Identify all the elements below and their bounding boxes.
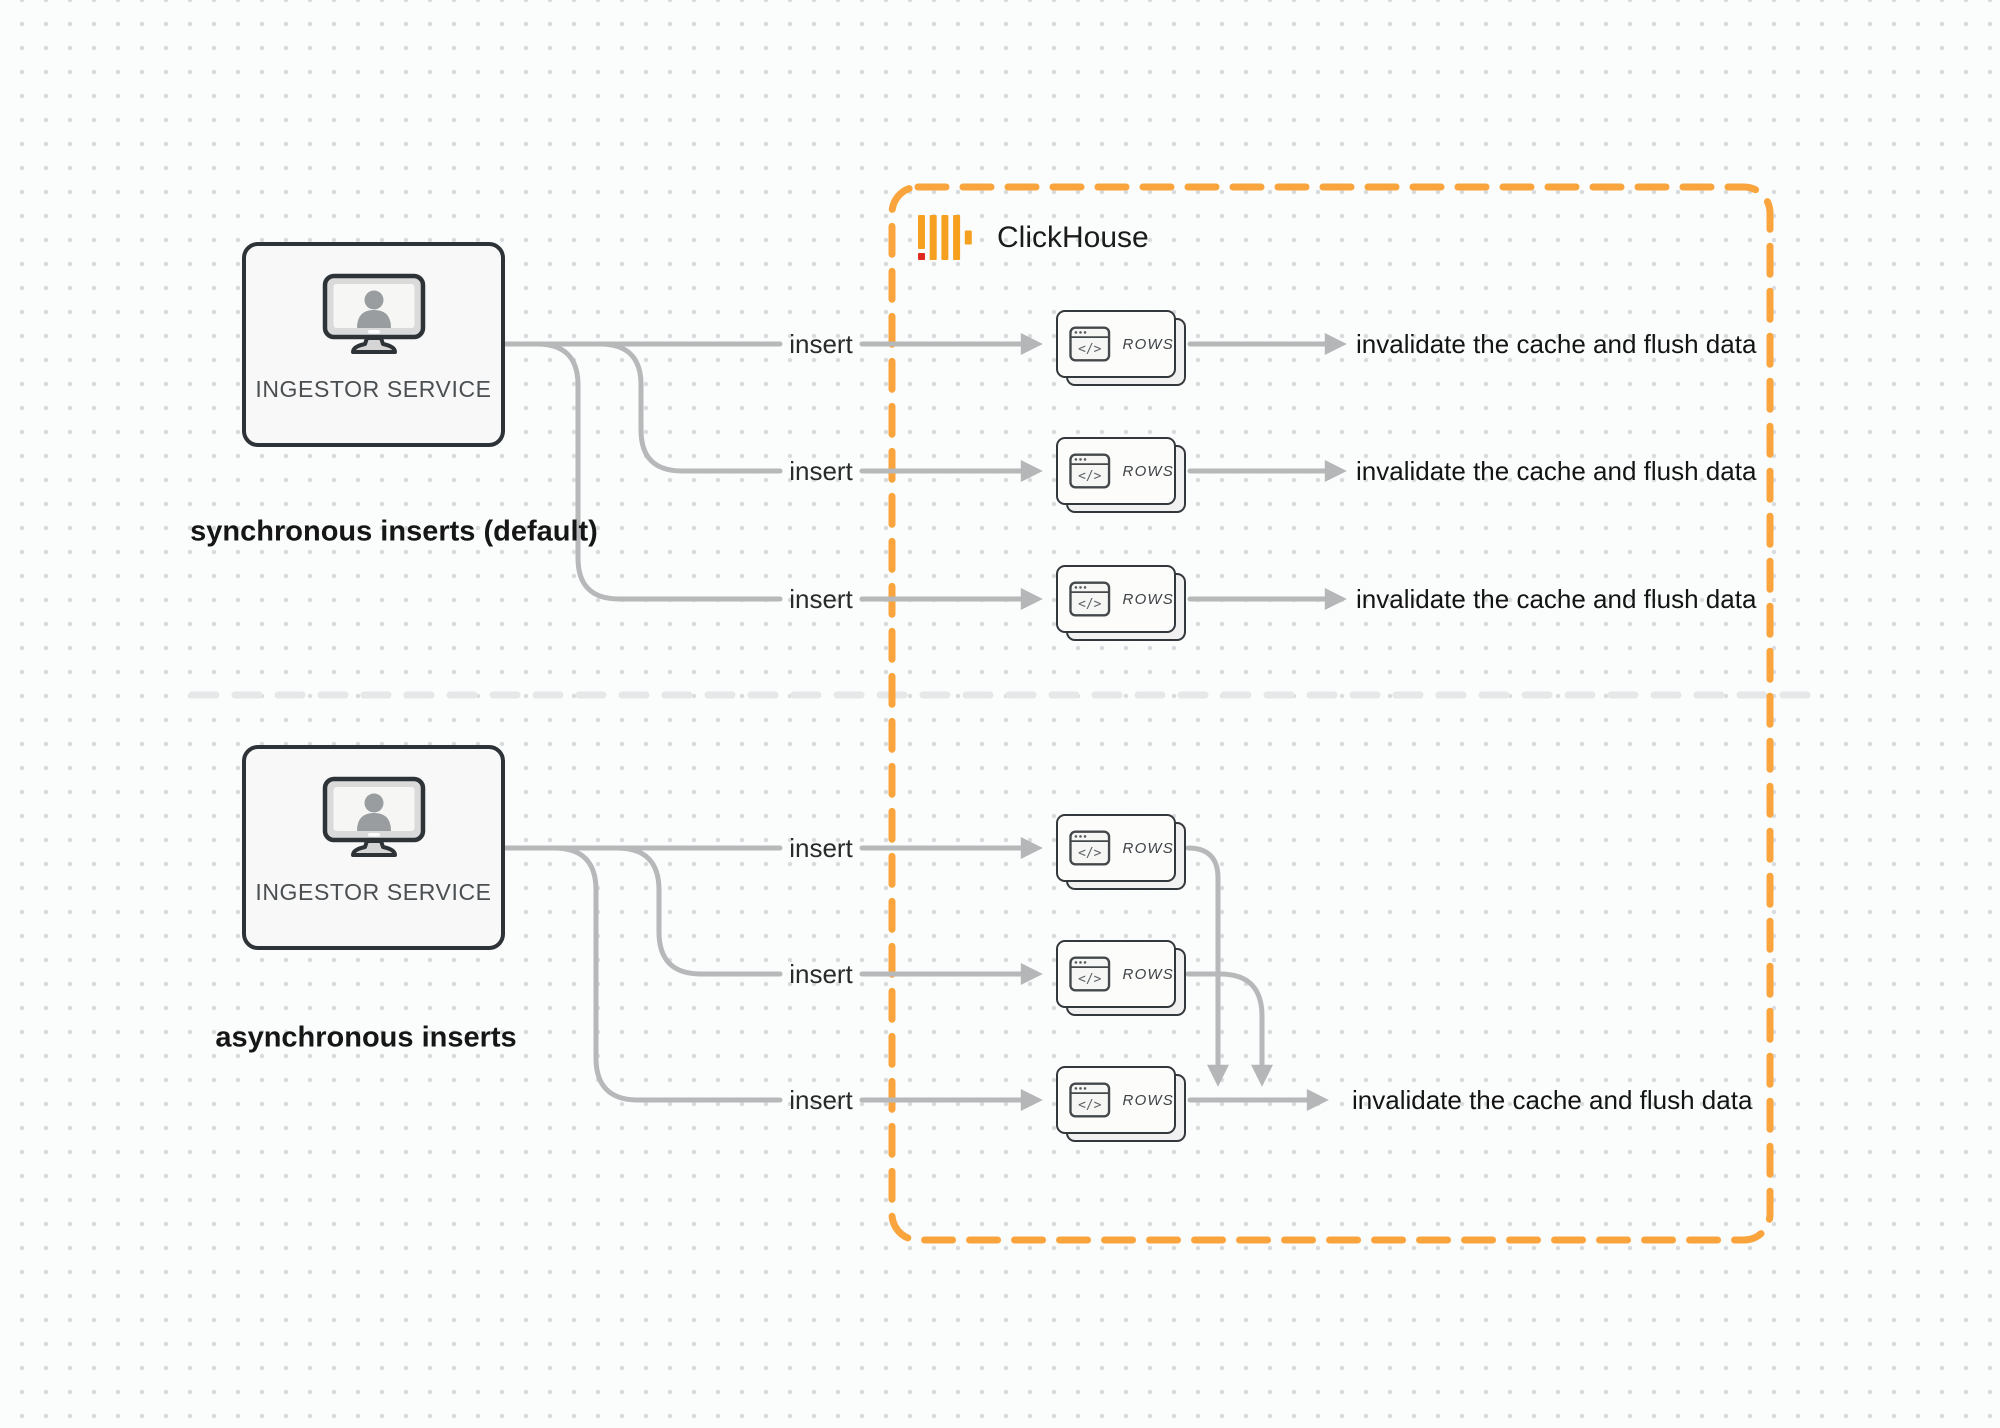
browser-window-icon: </> [1069, 326, 1111, 362]
rows-box-async-2: </> ROWS [1056, 940, 1188, 1018]
async-merge-arrow-1 [1185, 845, 1230, 1087]
ingestor-service-box-async: INGESTOR SERVICE [242, 745, 505, 950]
code-glyph: </> [1078, 1098, 1101, 1113]
browser-window-icon: </> [1069, 453, 1111, 489]
async-section-label: asynchronous inserts [215, 1021, 517, 1054]
async-merge-arrow-2 [1185, 971, 1274, 1087]
rows-box-async-3: </> ROWS [1056, 1066, 1188, 1144]
code-glyph: </> [1078, 846, 1101, 861]
browser-window-icon: </> [1069, 830, 1111, 866]
insert-label-sync-1: insert [789, 329, 853, 359]
clickhouse-brand: ClickHouse [918, 215, 1149, 261]
rows-label: ROWS [1122, 1091, 1174, 1109]
insert-label-async-1: insert [789, 833, 853, 863]
code-glyph: </> [1078, 342, 1101, 357]
sync-branch-row3 [534, 341, 783, 602]
clickhouse-brand-name: ClickHouse [997, 221, 1149, 254]
code-glyph: </> [1078, 469, 1101, 484]
insert-label-sync-3: insert [789, 584, 853, 614]
rows-label: ROWS [1122, 590, 1174, 608]
rows-label: ROWS [1122, 462, 1174, 480]
clickhouse-logo-icon [918, 215, 972, 260]
rows-box-async-1: </> ROWS [1056, 814, 1188, 892]
clickhouse-boundary [888, 183, 1774, 1244]
rows-label: ROWS [1122, 839, 1174, 857]
result-label-sync-2: invalidate the cache and flush data [1356, 456, 1757, 486]
result-label-sync-1: invalidate the cache and flush data [1356, 329, 1757, 359]
result-label-async: invalidate the cache and flush data [1352, 1085, 1753, 1115]
ingestor-service-box-sync: INGESTOR SERVICE [242, 242, 505, 447]
async-branch-row3 [551, 845, 783, 1103]
insert-label-async-3: insert [789, 1085, 853, 1115]
user-monitor-icon [322, 273, 425, 354]
browser-window-icon: </> [1069, 1082, 1111, 1118]
rows-box-sync-1: </> ROWS [1056, 310, 1188, 388]
browser-window-icon: </> [1069, 956, 1111, 992]
code-glyph: </> [1078, 597, 1101, 612]
browser-window-icon: </> [1069, 581, 1111, 617]
rows-box-sync-2: </> ROWS [1056, 437, 1188, 515]
ingestor-service-label: INGESTOR SERVICE [255, 376, 492, 402]
rows-label: ROWS [1122, 335, 1174, 353]
async-branch-row2 [614, 845, 783, 977]
rows-label: ROWS [1122, 965, 1174, 983]
sync-section-label: synchronous inserts (default) [190, 515, 598, 548]
user-monitor-icon [322, 776, 425, 857]
rows-box-sync-3: </> ROWS [1056, 565, 1188, 643]
insert-label-async-2: insert [789, 959, 853, 989]
ingestor-service-label: INGESTOR SERVICE [255, 879, 492, 905]
code-glyph: </> [1078, 972, 1101, 987]
insert-label-sync-2: insert [789, 456, 853, 486]
result-label-sync-3: invalidate the cache and flush data [1356, 584, 1757, 614]
sync-branch-row2 [597, 341, 783, 474]
